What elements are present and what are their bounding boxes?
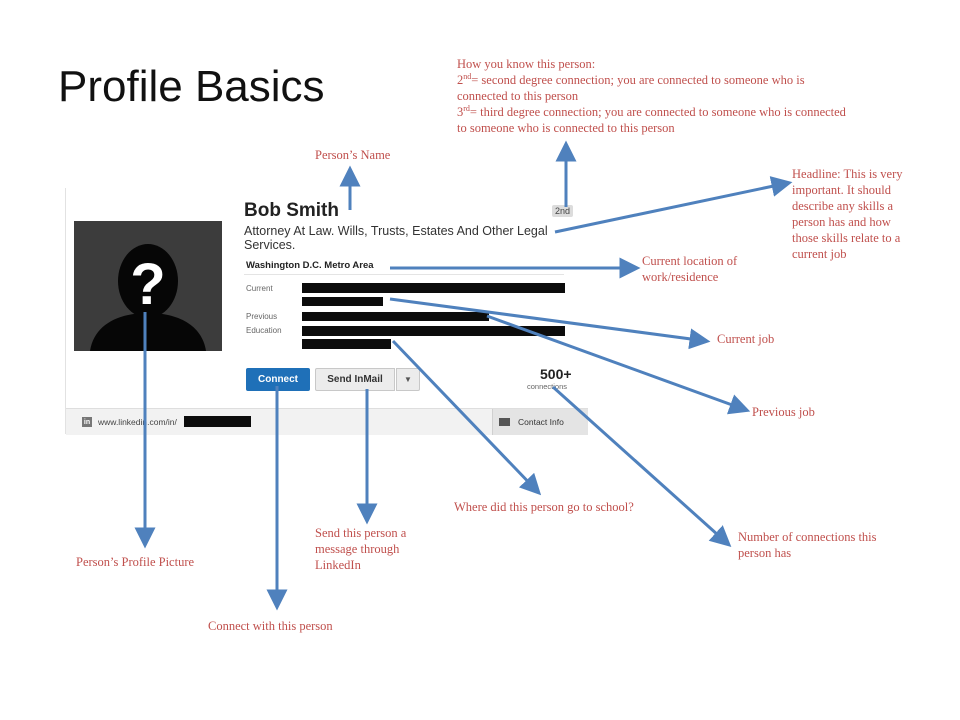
school-note: Where did this person go to school? xyxy=(454,500,634,514)
picture-note: Person’s Profile Picture xyxy=(76,555,195,569)
degree-note-second: 2nd= second degree connection; you are c… xyxy=(457,71,805,103)
message-note: Send this person a message through Linke… xyxy=(315,526,407,572)
redacted-current-job xyxy=(302,283,565,293)
arrow-current-job xyxy=(389,297,711,350)
person-silhouette-icon: ? xyxy=(74,221,222,351)
name-note: Person’s Name xyxy=(315,148,391,162)
education-label: Education xyxy=(246,326,282,335)
current-label: Current xyxy=(246,284,273,293)
redacted-current-job-line2 xyxy=(302,297,383,306)
arrow-headline xyxy=(554,176,793,234)
profile-headline: Attorney At Law. Wills, Trusts, Estates … xyxy=(244,224,548,252)
location-note: Current location of work/residence xyxy=(642,254,738,284)
headline-note: Headline: This is very important. It sho… xyxy=(792,167,903,261)
contact-info-button[interactable]: Contact Info xyxy=(492,409,588,435)
chevron-down-icon[interactable]: ▼ xyxy=(396,368,420,391)
redacted-url xyxy=(184,416,251,427)
redacted-education-line2 xyxy=(302,339,391,349)
svg-text:?: ? xyxy=(130,252,165,317)
profile-footer: in www.linkedin.com/in/ Contact Info xyxy=(66,408,588,435)
arrow-school xyxy=(391,339,542,496)
profile-location: Washington D.C. Metro Area xyxy=(246,260,374,271)
redacted-previous-job xyxy=(302,312,489,321)
profile-name: Bob Smith xyxy=(244,200,339,221)
previous-job-note: Previous job xyxy=(752,405,815,419)
connections-label: connections xyxy=(527,382,568,391)
degree-note: How you know this person: 2nd= second de… xyxy=(457,56,857,136)
profile-url[interactable]: www.linkedin.com/in/ xyxy=(98,417,177,427)
degree-note-heading: How you know this person: xyxy=(457,57,596,71)
contact-info-label: Contact Info xyxy=(518,417,564,427)
contact-card-icon xyxy=(499,418,510,426)
divider xyxy=(244,274,564,275)
connect-button[interactable]: Connect xyxy=(246,368,310,391)
connections-count: 500+ xyxy=(540,366,572,382)
previous-label: Previous xyxy=(246,312,278,321)
connections-note: Number of connections this person has xyxy=(738,530,877,560)
arrow-connections xyxy=(551,385,732,548)
profile-picture[interactable]: ? xyxy=(74,221,222,351)
degree-note-third: 3rd= third degree connection; you are co… xyxy=(457,103,846,135)
slide-title: Profile Basics xyxy=(58,62,325,111)
send-inmail-button[interactable]: Send InMail xyxy=(315,368,395,391)
current-job-note: Current job xyxy=(717,332,775,346)
degree-badge: 2nd xyxy=(552,205,574,217)
arrow-previous-job xyxy=(486,314,751,415)
connect-note: Connect with this person xyxy=(208,619,333,633)
redacted-education xyxy=(302,326,565,336)
profile-card: ? Bob Smith 2nd Attorney At Law. Wills, … xyxy=(65,188,588,435)
linkedin-icon: in xyxy=(82,417,92,427)
